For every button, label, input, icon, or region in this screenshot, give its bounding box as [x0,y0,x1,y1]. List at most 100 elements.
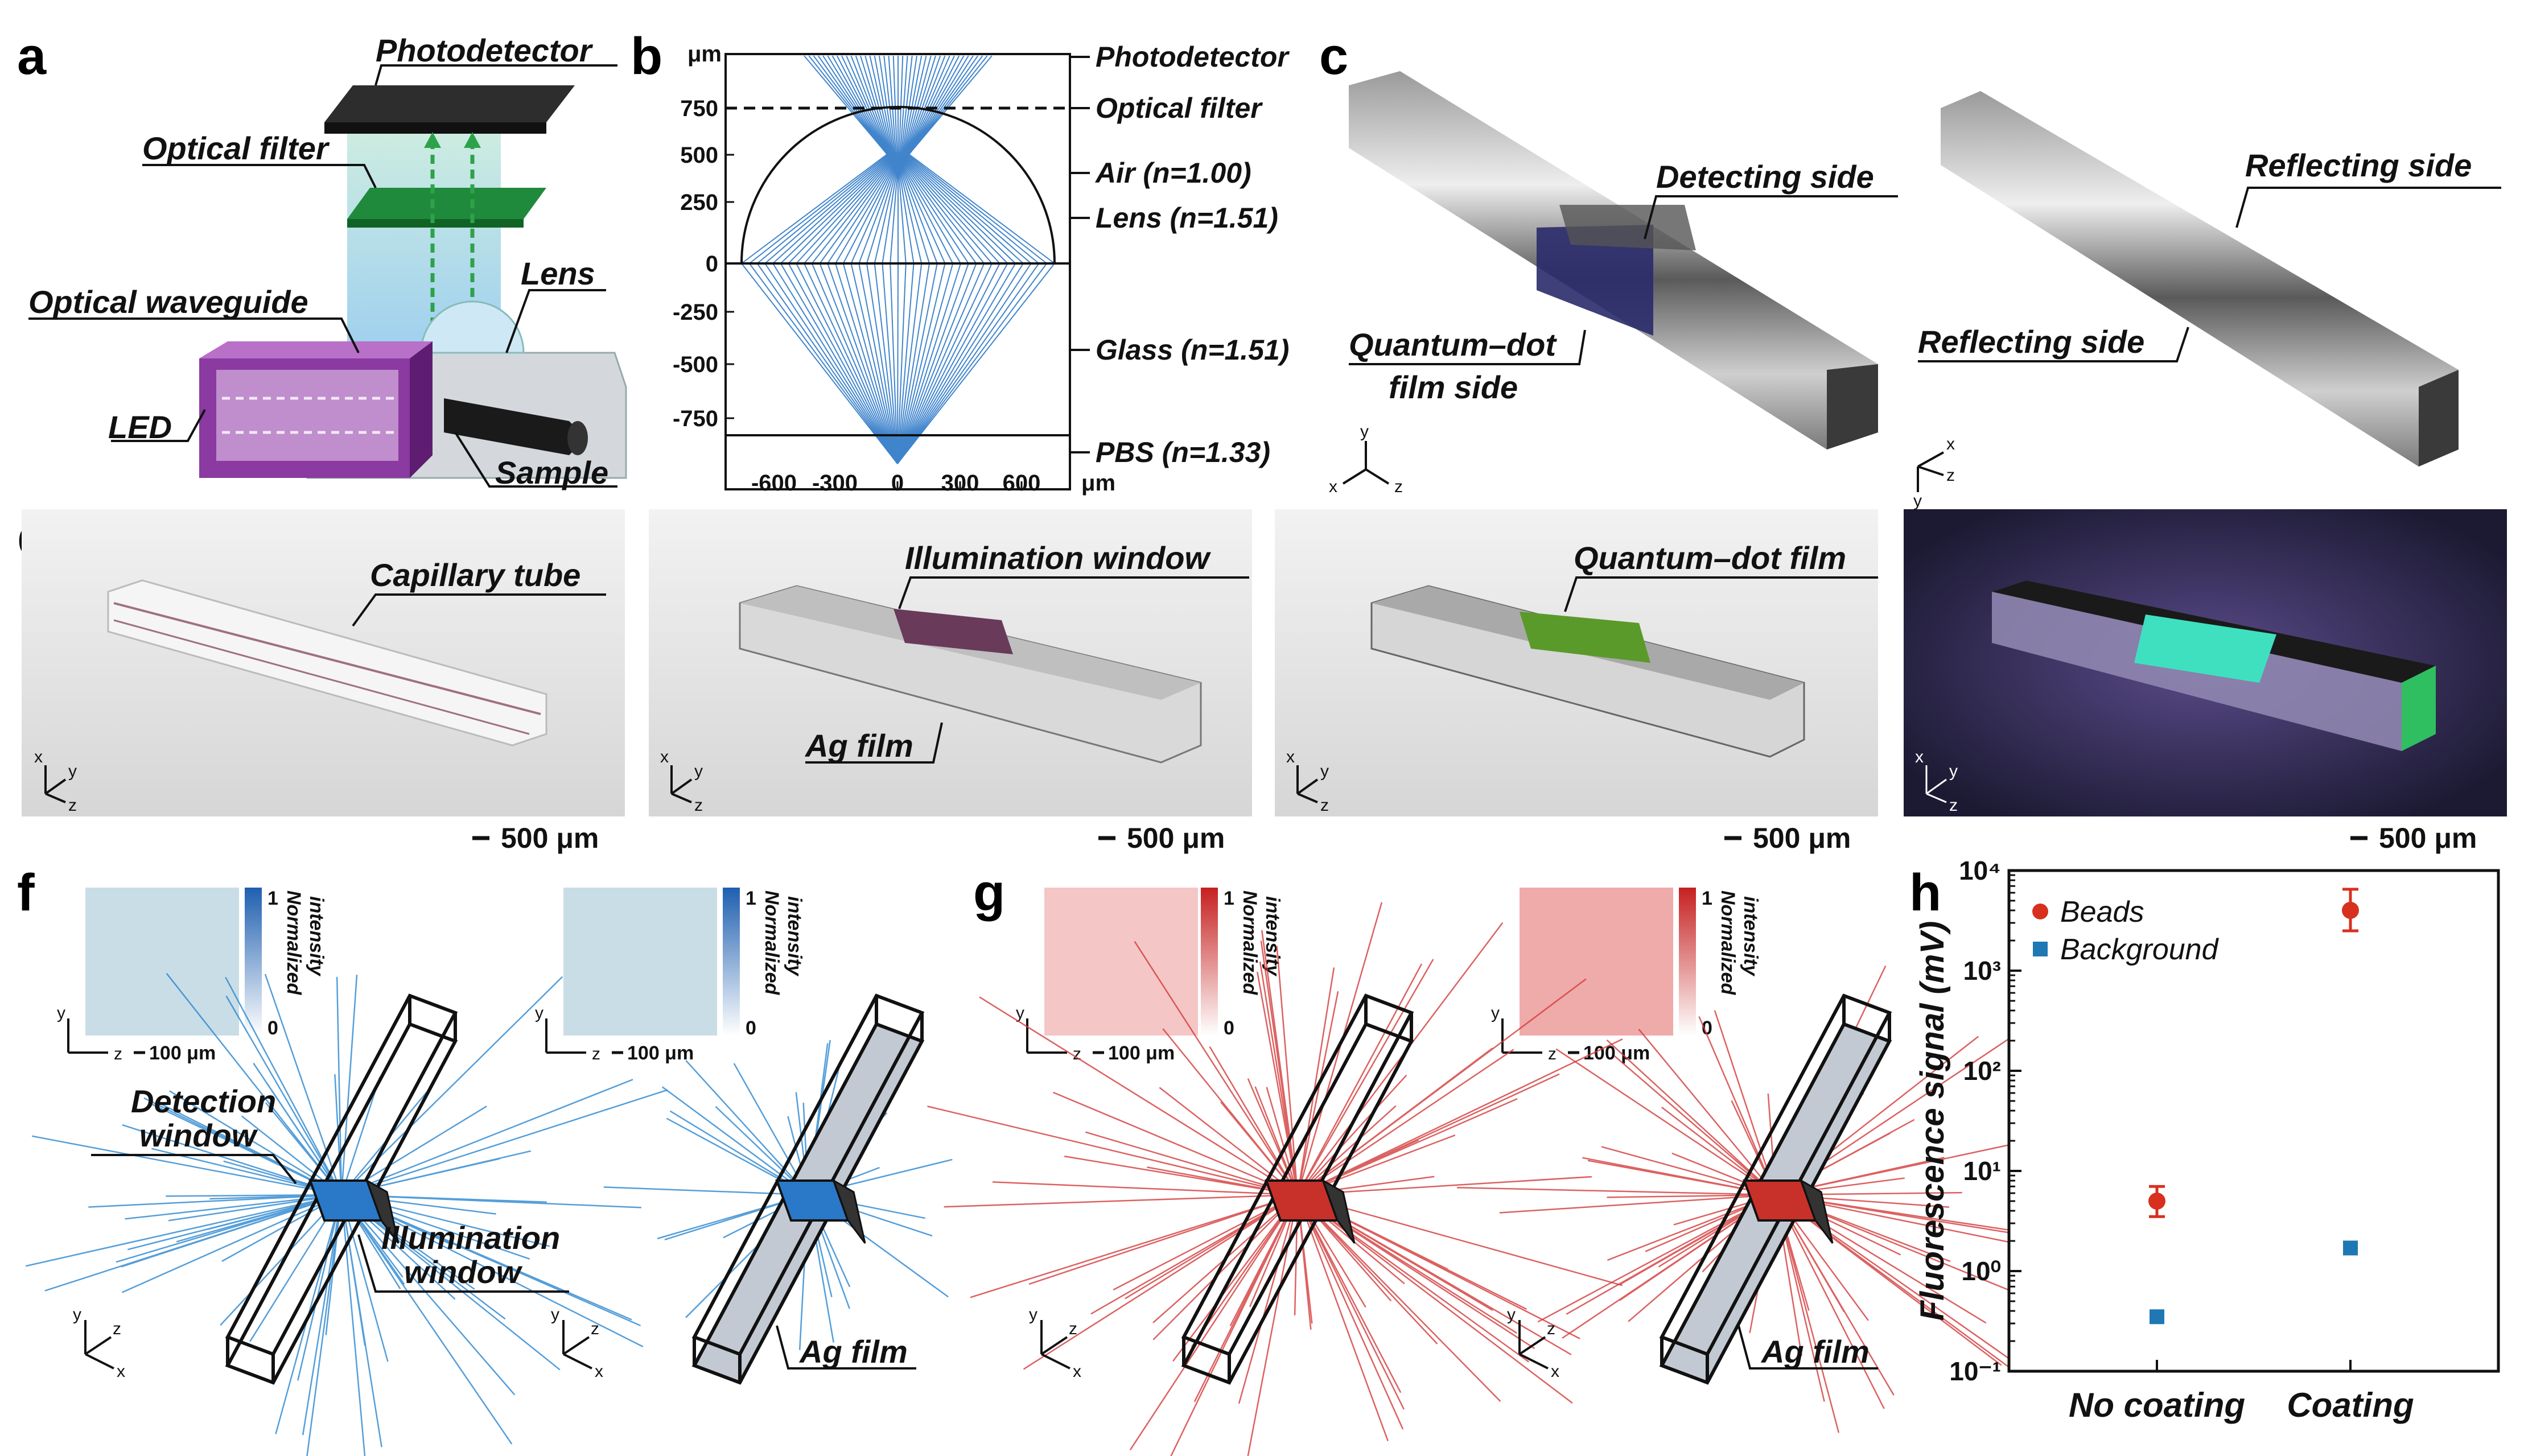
ray [903,161,985,264]
ray [897,263,1000,464]
label-ag-film-g: Ag film [1760,1334,1870,1370]
ray [866,167,897,264]
b-ytick-label: 500 [680,143,718,168]
ray [879,55,897,168]
f-axis2-z: z [591,1319,599,1338]
f-cb2-label2: intensity [784,896,805,977]
f-cb2-min: 0 [746,1017,756,1039]
f-waveguide-box-left [225,993,458,1385]
panel-g: 1 0 Normalized intensity 1 0 Normalized … [927,888,2088,1456]
ray-line [1499,1194,1776,1214]
g-rays-left [927,902,1623,1456]
label-illumination-window: Illumination window [905,540,1212,576]
y-tick-label: 10⁴ [1959,856,2001,885]
illumination-window-patch [894,609,1013,654]
ray [897,263,923,464]
layer-optical-filter: Optical filter [1096,92,1263,124]
axis-d1-y: y [68,762,77,781]
ray [788,159,891,264]
ray [817,55,890,158]
ray-line [340,1194,366,1456]
beads-point [2148,1192,2165,1210]
illumination-window [832,1178,866,1244]
ray-line [125,1194,342,1220]
layer-photodetector: Photodetector [1096,41,1290,73]
ray [811,161,893,264]
axis-c-z: z [1394,477,1403,496]
ray [897,263,969,464]
ray [808,55,888,156]
g-axis2-z: z [1547,1319,1555,1338]
ray [907,156,1032,264]
ray [907,155,1040,264]
axis-c-x: x [1329,477,1337,496]
g-waveguide-box-right [1659,993,1892,1385]
ray [874,168,897,264]
g-colorbar-2 [1679,888,1696,1036]
label-reflecting-side-top: Reflecting side [2245,147,2472,183]
ray [772,263,898,464]
chart-frame [2007,869,2500,1373]
ray-line [1296,1194,1389,1442]
ray-line [1209,1046,1299,1195]
panel-e: x y z 500 μm [1904,509,2507,854]
ray-line [1297,1194,1529,1363]
ray-line [340,1076,381,1195]
ray [890,170,899,264]
label-detection-window-1: Detection [131,1083,276,1119]
ray [901,164,954,264]
ray [841,55,892,162]
g-cb1-min: 0 [1224,1017,1234,1039]
label-ag-film: Ag film [804,728,913,764]
f-inset1-z: z [114,1045,122,1063]
axis-d2-z: z [694,796,703,815]
ray [897,263,938,464]
ray-line [1296,963,1423,1195]
ray-line [1159,1087,1298,1195]
f-colorbar-1 [245,888,262,1036]
g-axis2-y: y [1507,1305,1516,1324]
ray-line [340,1194,389,1362]
ray [902,163,969,264]
waveguide-bar-right [1941,91,2459,467]
ray-line [1775,1140,2028,1196]
ray [882,168,898,264]
label-detection-window-2: window [139,1117,258,1153]
ray-line [168,1194,342,1222]
panel-letter-h: h [1909,864,1941,922]
ray [900,166,938,264]
ray [804,160,892,264]
ray [905,159,1008,264]
ray-line [341,1079,633,1196]
chart-ylabel: Fluorescence signal (mV) [1914,921,1951,1321]
layer-lens: Lens (n=1.51) [1096,202,1278,234]
ray-line [1052,1091,1298,1196]
beads-point [2342,902,2359,919]
ray-line [1775,1194,2012,1361]
axis-d1-z: z [68,796,77,815]
ray-line [1537,1194,1776,1323]
ray [899,55,913,168]
ray [897,263,1048,464]
background-point [2150,1309,2164,1325]
ray [819,263,898,464]
ray [897,263,1055,464]
ray-line [127,1194,342,1251]
ray [764,263,898,464]
g-colorbar-1 [1201,888,1218,1036]
ray [901,55,936,164]
axis-c2-x: x [1946,435,1955,453]
ray-line [1172,1194,1299,1362]
layer-air: Air (n=1.00) [1094,157,1251,189]
ray-line [685,1059,809,1195]
scale-d1: 500 μm [501,822,599,854]
f-cb2-label1: Normalized [761,890,783,995]
panel-letter-a: a [17,27,47,85]
g-cb2-max: 1 [1702,888,1712,909]
g-axis1-z: z [1069,1319,1077,1338]
label-quantum-dot-film: Quantum–dot film [1574,540,1846,576]
ray [827,263,898,464]
g-inset-1 [1044,888,1198,1036]
